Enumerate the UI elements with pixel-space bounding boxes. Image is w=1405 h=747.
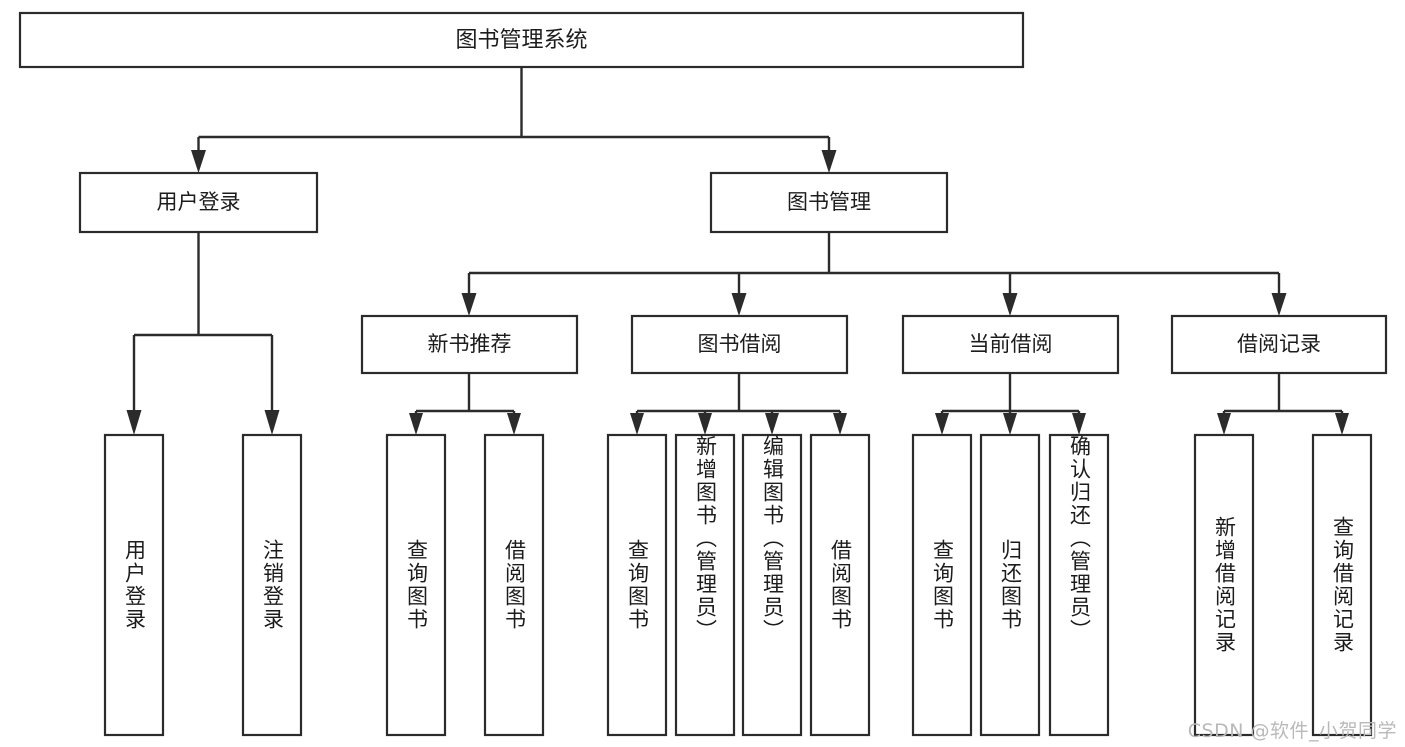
leaf-box-query-book-borrow[interactable] [606, 433, 668, 737]
leaf-box-add-borrow-record[interactable] [1193, 433, 1255, 737]
leaf-box-add-book-admin[interactable] [674, 433, 736, 737]
leaf-box-return-book[interactable] [979, 433, 1041, 737]
node-borrow-record-label: 借阅记录 [1237, 332, 1321, 356]
node-current-borrow-box[interactable] [901, 314, 1120, 375]
arrow-head-current-borrow-leaf2 [1003, 413, 1017, 435]
node-borrow-record[interactable]: 借阅记录 [1170, 314, 1388, 375]
leaf-box-confirm-return-admin[interactable] [1048, 433, 1110, 737]
arrow-head-borrow-record-leaf1 [1217, 413, 1231, 435]
node-book-management[interactable]: 图书管理 [709, 171, 949, 234]
arrow-head-new-book-leaf2 [507, 413, 521, 435]
leaf-box-edit-book-admin[interactable] [741, 433, 803, 737]
leaf-box-user-login[interactable] [103, 433, 165, 737]
arrow-head-book-borrow-leaf3 [765, 413, 779, 435]
arrow-head-book-borrow-leaf2 [698, 413, 712, 435]
node-book-borrow[interactable]: 图书借阅 [630, 314, 849, 375]
node-book-borrow-label: 图书借阅 [698, 332, 782, 356]
arrow-head-root-to-user-login [191, 150, 206, 173]
arrow-head-new-book-leaf1 [409, 413, 423, 435]
arrow-head-user-login-leaf2 [264, 410, 280, 435]
node-borrow-record-box[interactable] [1170, 314, 1388, 375]
arrow-head-user-login-leaf1 [126, 410, 142, 435]
connectors-layer [126, 67, 1349, 435]
leaf-box-query-borrow-record[interactable] [1311, 433, 1373, 737]
node-root[interactable]: 图书管理系统 [18, 11, 1025, 69]
node-user-login-box[interactable] [78, 171, 319, 234]
csdn-watermark: CSDN @软件_小贺同学 [1187, 720, 1397, 742]
leaf-box-logout[interactable] [241, 433, 303, 737]
node-new-book-recommend-box[interactable] [360, 314, 579, 375]
arrow-head-root-to-book-mgmt [821, 150, 837, 173]
node-root-label: 图书管理系统 [455, 28, 587, 53]
node-new-book-recommend[interactable]: 新书推荐 [360, 314, 579, 375]
arrow-head-book-borrow-leaf1 [630, 413, 644, 435]
leaf-box-query-book-current[interactable] [911, 433, 973, 737]
node-user-login-label: 用户登录 [157, 190, 241, 214]
leaf-box-query-book-rec[interactable] [385, 433, 447, 737]
leaf-box-borrow-book-rec[interactable] [483, 433, 545, 737]
node-user-login[interactable]: 用户登录 [78, 171, 319, 234]
arrow-head-current-borrow-leaf1 [935, 413, 949, 435]
node-root-box[interactable] [18, 11, 1025, 69]
node-current-borrow-label: 当前借阅 [969, 332, 1053, 356]
node-book-borrow-box[interactable] [630, 314, 849, 375]
arrow-head-borrow-record-leaf2 [1335, 413, 1349, 435]
leaf-boxes-layer [103, 433, 1373, 737]
node-new-book-recommend-label: 新书推荐 [428, 332, 512, 356]
arrow-head-to-current-borrow [1002, 293, 1018, 316]
arrow-head-book-borrow-leaf4 [833, 413, 847, 435]
arrow-head-to-new-book [461, 293, 477, 316]
arrow-head-current-borrow-leaf3 [1072, 413, 1086, 435]
node-current-borrow[interactable]: 当前借阅 [901, 314, 1120, 375]
node-book-management-label: 图书管理 [787, 190, 871, 214]
arrow-head-to-borrow-record [1271, 293, 1287, 316]
arrow-head-to-book-borrow [731, 293, 747, 316]
node-book-management-box[interactable] [709, 171, 949, 234]
leaf-box-borrow-book[interactable] [809, 433, 871, 737]
